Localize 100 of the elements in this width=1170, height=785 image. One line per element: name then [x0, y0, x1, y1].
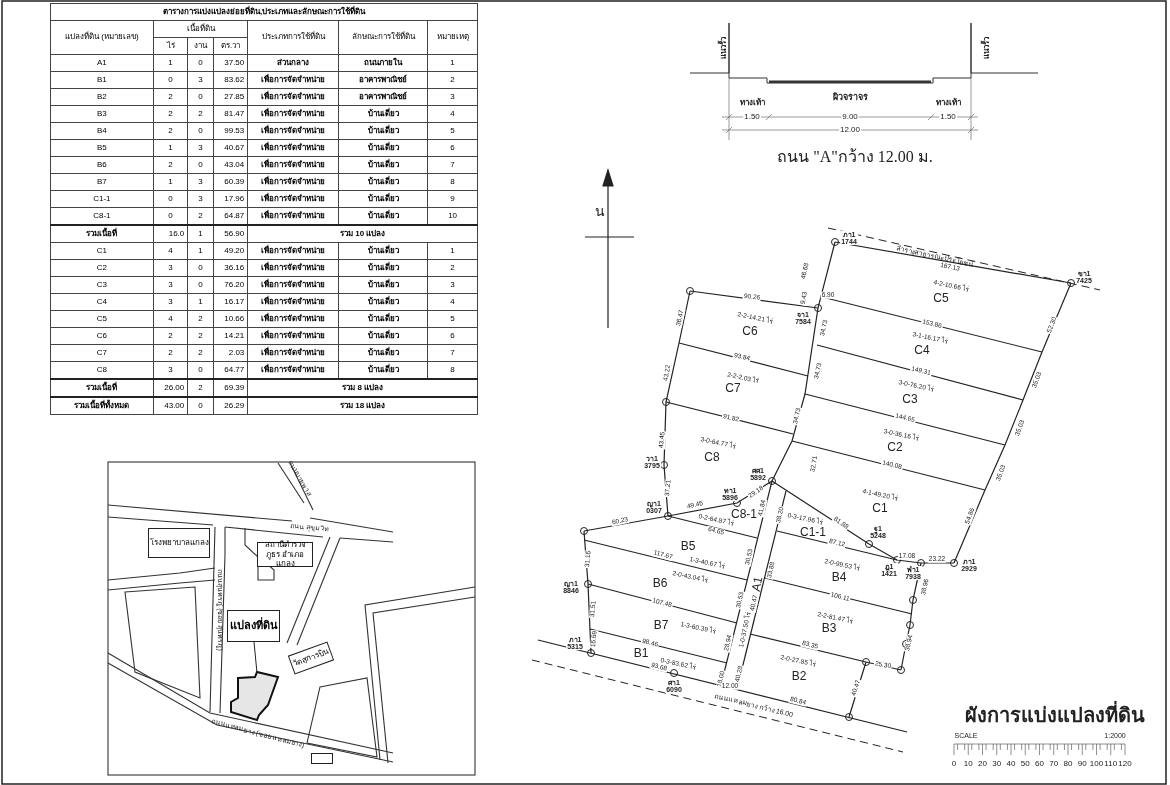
table-cell: 2 [153, 105, 188, 123]
table-cell: 76.20 [213, 276, 248, 294]
table-cell: บ้านเดี่ยว [338, 344, 428, 362]
table-cell: 43.00 [153, 397, 188, 415]
table-cell: บ้านเดี่ยว [338, 190, 428, 208]
table-title: ตารางการแบ่งแปลงย่อยที่ดิน,ประเภทและลักษณะการใช้ที่ดิน [50, 3, 478, 21]
plot-number: C2 [887, 441, 903, 453]
table-cell: 2 [153, 344, 188, 362]
place-box [311, 753, 333, 764]
table-cell: เพื่อการจัดจำหน่าย [247, 190, 339, 208]
table-cell: C5 [50, 310, 154, 328]
column-header: แปลงที่ดิน (หมายเลข) [50, 20, 154, 55]
table-cell: 3 [153, 293, 188, 311]
table-cell: เพื่อการจัดจำหน่าย [247, 156, 339, 174]
table-cell: C2 [50, 259, 154, 277]
scale-number: 10 [963, 760, 973, 768]
table-cell: 3 [187, 71, 214, 89]
table-cell: B6 [50, 156, 154, 174]
table-cell: 26.29 [213, 397, 248, 415]
table-cell: 2.03 [213, 344, 248, 362]
table-cell: ส่วนกลาง [247, 54, 339, 72]
column-header: ไร่ [153, 37, 188, 55]
table-cell: 2 [153, 88, 188, 106]
table-cell: C4 [50, 293, 154, 311]
plot-number: C5 [933, 292, 949, 304]
scale-number: 110 [1104, 760, 1118, 768]
table-cell: บ้านเดี่ยว [338, 310, 428, 328]
table-cell: 40.67 [213, 139, 248, 157]
table-cell: 2 [187, 344, 214, 362]
table-cell: 3 [153, 259, 188, 277]
plot-number: B3 [821, 622, 837, 634]
table-cell: 56.90 [213, 225, 248, 243]
column-header: ประเภทการใช้ที่ดิน [247, 20, 339, 55]
table-cell: 0 [187, 88, 214, 106]
table-cell: เพื่อการจัดจำหน่าย [247, 105, 339, 123]
table-cell: 37.50 [213, 54, 248, 72]
table-cell: 16.17 [213, 293, 248, 311]
scale-number: 50 [1020, 760, 1030, 768]
table-cell: 5 [427, 310, 478, 328]
plot-number: C3 [902, 393, 918, 405]
scale-number: 60 [1035, 760, 1044, 768]
table-cell: 5 [427, 122, 478, 140]
plot-number: C7 [725, 382, 741, 394]
table-cell: บ้านเดี่ยว [338, 242, 428, 260]
table-cell: 6 [427, 327, 478, 345]
table-cell: ถนนภายใน [338, 54, 428, 72]
table-cell: เพื่อการจัดจำหน่าย [247, 293, 339, 311]
section-caption: ถนน "A"กว้าง 12.00 ม. [777, 149, 933, 165]
scale-number: 20 [978, 760, 987, 768]
table-cell: บ้านเดี่ยว [338, 293, 428, 311]
table-cell: 0 [187, 397, 214, 415]
table-cell: 1 [427, 242, 478, 260]
table-cell: 0 [153, 71, 188, 89]
scale-number: 30 [992, 760, 1002, 768]
table-cell: B7 [50, 173, 154, 191]
table-cell: 3 [187, 139, 214, 157]
plot-number: B5 [680, 540, 696, 552]
table-cell: 69.39 [213, 379, 248, 397]
table-cell: 2 [153, 156, 188, 174]
table-cell: 83.62 [213, 71, 248, 89]
scale-number: 90 [1077, 760, 1087, 768]
table-cell: 2 [153, 122, 188, 140]
plot-number: C4 [914, 344, 930, 356]
table-cell: เพื่อการจัดจำหน่าย [247, 242, 339, 260]
scale-number: 0 [951, 760, 957, 768]
place-label-box: สถานีตำรวจภูธร อำเภอแกลง [257, 542, 313, 567]
table-cell: 26.00 [153, 379, 188, 397]
table-cell: รวมเนื้อที่ [50, 379, 154, 397]
table-cell: B5 [50, 139, 154, 157]
leader-line [253, 641, 258, 674]
table-cell: 1 [153, 54, 188, 72]
dimension-value: 1.50 [939, 113, 957, 121]
column-header: ลักษณะการใช้ที่ดิน [338, 20, 428, 55]
table-cell: รวมเนื้อที่ [50, 225, 154, 243]
table-cell: C8-1 [50, 207, 154, 225]
table-cell: 1 [187, 225, 214, 243]
table-cell: 10.66 [213, 310, 248, 328]
table-cell: อาคารพาณิชย์ [338, 88, 428, 106]
table-cell: B3 [50, 105, 154, 123]
table-cell: 2 [427, 71, 478, 89]
table-cell: บ้านเดี่ยว [338, 327, 428, 345]
column-header: เนื้อที่ดิน [153, 20, 248, 38]
table-cell: รวมเนื้อที่ทั้งหมด [50, 397, 154, 415]
table-cell: บ้านเดี่ยว [338, 105, 428, 123]
table-cell: รวม 8 แปลง [247, 379, 478, 397]
table-cell: อาคารพาณิชย์ [338, 71, 428, 89]
table-cell: 99.53 [213, 122, 248, 140]
table-cell: 3 [427, 276, 478, 294]
table-cell: 17.96 [213, 190, 248, 208]
table-cell: 0 [187, 54, 214, 72]
table-cell: 9 [427, 190, 478, 208]
table-cell: เพื่อการจัดจำหน่าย [247, 139, 339, 157]
table-cell: 1 [153, 139, 188, 157]
table-cell: 2 [153, 327, 188, 345]
table-cell: 3 [153, 276, 188, 294]
table-cell: 6 [427, 139, 478, 157]
plot-number: C8 [704, 451, 720, 463]
sidewalk-label: ทางเท้า [739, 99, 765, 107]
table-cell: 4 [153, 310, 188, 328]
table-cell: เพื่อการจัดจำหน่าย [247, 71, 339, 89]
